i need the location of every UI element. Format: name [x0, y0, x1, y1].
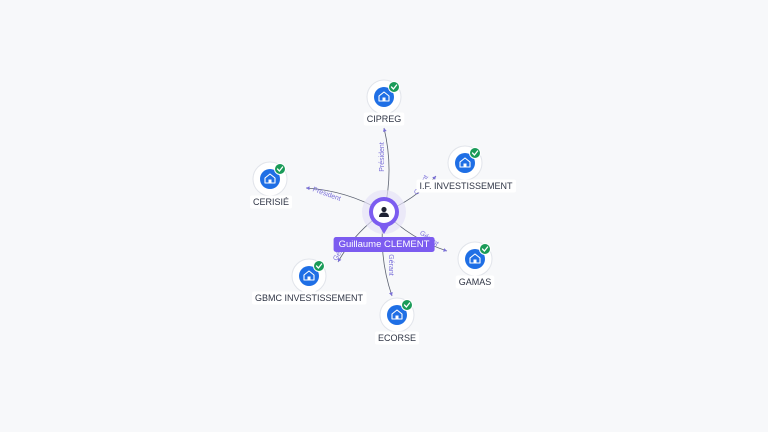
center-person-name[interactable]: Guillaume CLEMENT: [339, 239, 430, 250]
company-label-bg: [363, 112, 405, 126]
check-glyph: [471, 150, 479, 156]
company-name-label[interactable]: I.F. INVESTISSEMENT: [419, 181, 513, 191]
building-door: [473, 259, 477, 263]
edge-role-label: Président: [311, 186, 341, 203]
building-door: [382, 97, 386, 101]
building-icon: [260, 169, 280, 189]
company-label-bg: [455, 275, 495, 289]
building-glyph: [264, 173, 276, 184]
verified-check-icon: [401, 299, 413, 311]
verified-check-icon: [388, 81, 400, 93]
company-name-label[interactable]: CIPREG: [367, 114, 402, 124]
company-name-label[interactable]: ECORSE: [378, 333, 416, 343]
edge-arrow: [432, 176, 436, 180]
building-glyph: [469, 253, 481, 264]
person-head: [381, 206, 387, 213]
building-icon: [387, 305, 407, 325]
person-icon: [379, 206, 389, 217]
check-glyph: [403, 302, 411, 308]
edge-role-label: Gérant: [387, 254, 394, 275]
nodes-layer: CIPREG I.F. INVESTISSEMENT GAMAS ECORSE GBMC…: [249, 79, 517, 345]
company-node-gbmc-investissement[interactable]: GBMC INVESTISSEMENT: [251, 258, 367, 305]
building-glyph: [303, 270, 315, 281]
building-icon: [299, 266, 319, 286]
building-door: [395, 315, 399, 319]
center-name-tag: [333, 237, 435, 252]
person-body: [379, 212, 389, 217]
edge-role-label: Président: [379, 142, 386, 172]
building-door: [463, 163, 467, 167]
company-node-if-investissement[interactable]: I.F. INVESTISSEMENT: [416, 145, 517, 193]
building-glyph: [378, 91, 390, 102]
check-glyph: [390, 84, 398, 90]
check-glyph: [276, 166, 284, 172]
verified-check-icon: [274, 163, 286, 175]
verified-check-icon: [469, 147, 481, 159]
edge-arrow: [306, 186, 310, 191]
building-icon: [455, 153, 475, 173]
company-label-bg: [416, 179, 517, 193]
verified-check-icon: [479, 243, 491, 255]
building-icon: [465, 249, 485, 269]
company-node-gamas[interactable]: GAMAS: [455, 241, 495, 289]
building-icon: [374, 87, 394, 107]
company-label-bg: [374, 331, 420, 345]
company-node-ecorse[interactable]: ECORSE: [374, 297, 420, 345]
building-glyph: [391, 309, 403, 320]
company-name-label[interactable]: CERISIÉ: [253, 197, 289, 207]
edge-arrow: [382, 128, 387, 132]
company-label-bg: [249, 195, 293, 209]
edge-arrow: [443, 248, 447, 252]
company-node-cerisie[interactable]: CERISIÉ: [249, 161, 293, 209]
company-label-bg: [251, 291, 367, 305]
building-door: [307, 276, 311, 280]
edge-arrow: [338, 258, 342, 262]
check-glyph: [481, 246, 489, 252]
company-node-cipreg[interactable]: CIPREG: [363, 79, 405, 126]
edge-arrow: [389, 292, 393, 296]
company-name-label[interactable]: GBMC INVESTISSEMENT: [255, 293, 364, 303]
building-door: [268, 179, 272, 183]
company-name-label[interactable]: GAMAS: [459, 277, 492, 287]
check-glyph: [315, 263, 323, 269]
verified-check-icon: [313, 260, 325, 272]
center-person-node[interactable]: Guillaume CLEMENT: [333, 190, 435, 252]
building-glyph: [459, 157, 471, 168]
